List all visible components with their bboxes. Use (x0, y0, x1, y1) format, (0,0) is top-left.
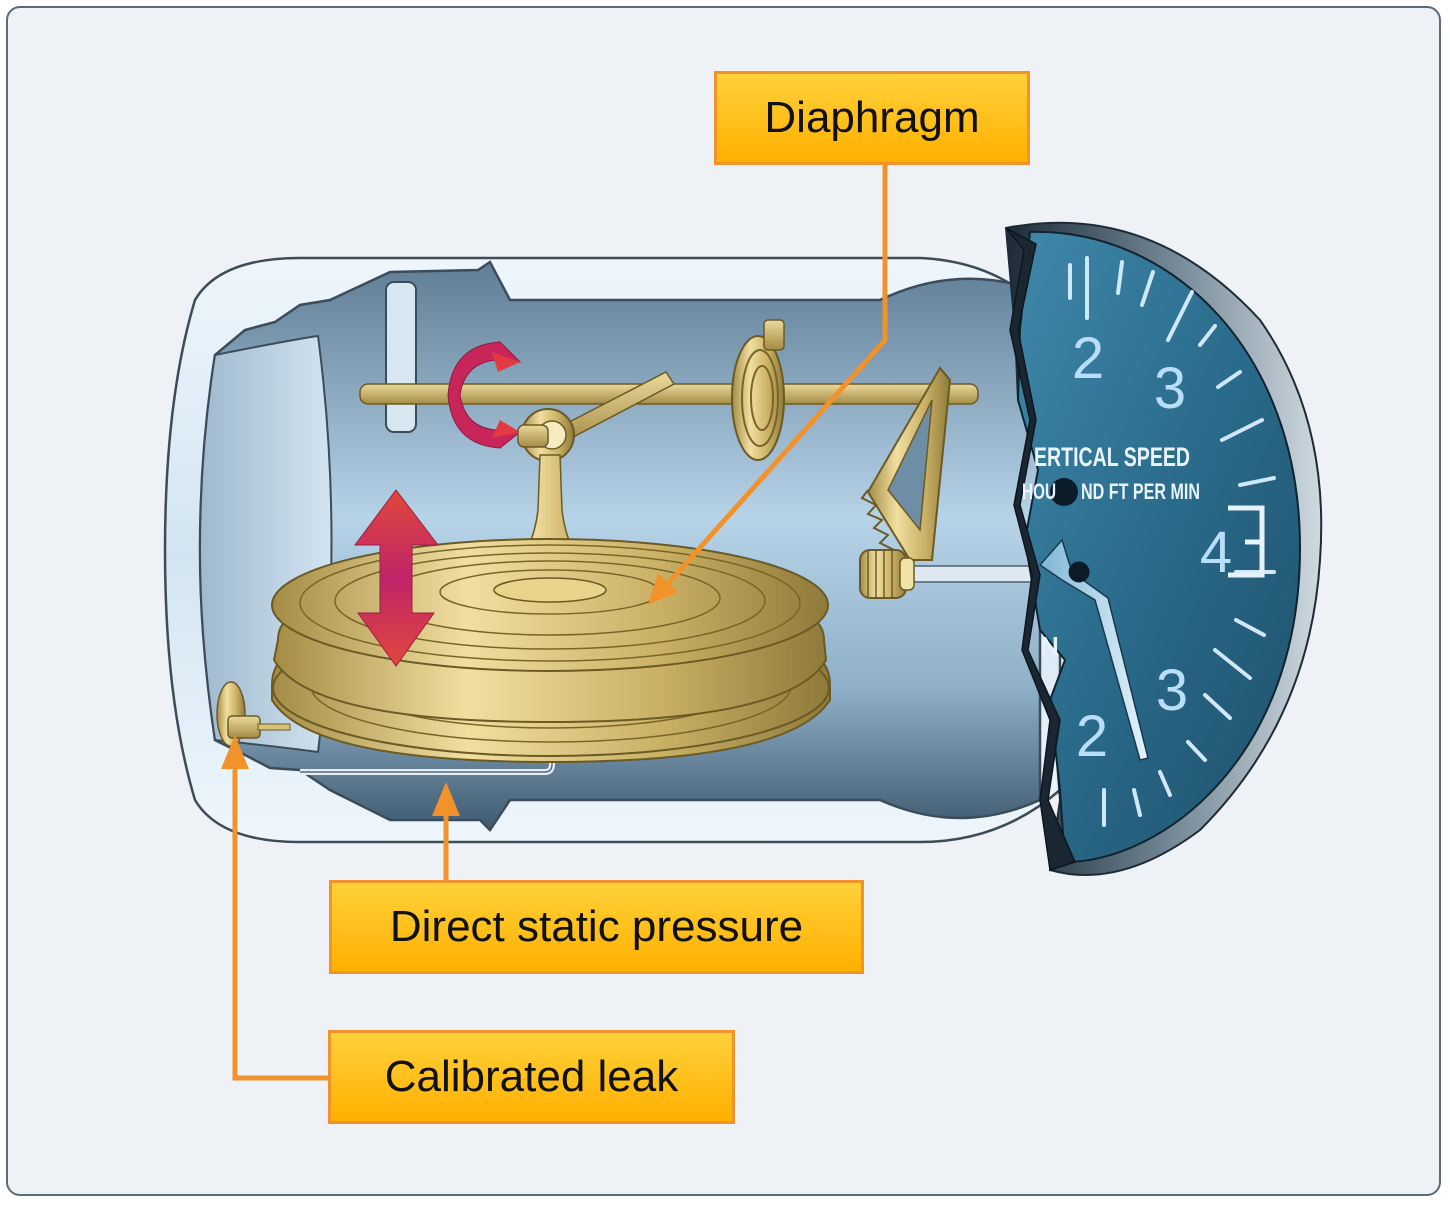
dial-subtitle-thousand-ft-per-min: ND FT PER MIN (1081, 479, 1200, 504)
diaphragm-capsule (271, 538, 831, 764)
pinion-gear (859, 549, 915, 599)
dial-numeral-2-lower: 2 (1076, 704, 1108, 769)
static-pressure-arrowhead-icon (432, 782, 460, 816)
dial-numeral-4: 4 (1200, 520, 1232, 585)
vertical-motion-arrow-icon (354, 489, 440, 667)
sector-gear (860, 366, 952, 563)
dial-numeral-2-upper: 2 (1072, 326, 1104, 391)
diaphragm-arrowhead-icon (648, 573, 678, 605)
hairspring-coil (731, 319, 785, 461)
dial-subtitle-hou: HOU (1022, 479, 1056, 504)
callout-calibrated-leak: Calibrated leak (328, 1030, 735, 1124)
callout-direct-static-pressure: Direct static pressure (329, 880, 864, 974)
needle-shaft (899, 565, 1041, 583)
rotation-arrow-icon (447, 341, 522, 449)
diaphragm-leader-line (663, 160, 888, 589)
calibrated-leak-fitting (216, 681, 291, 747)
dial-side-letter: N (1040, 631, 1059, 661)
dial-numeral-3-upper: 3 (1154, 356, 1186, 421)
shaft-bracket (385, 281, 417, 433)
callout-diaphragm: Diaphragm (714, 71, 1030, 165)
dial-title-vertical-speed: ERTICAL SPEED (1034, 442, 1190, 472)
calibrated-leak-leader-line (232, 760, 330, 1081)
dial-numeral-3-lower: 3 (1156, 658, 1188, 723)
leader-lines (232, 160, 888, 1081)
calibrated-leak-arrowhead-icon (221, 735, 249, 769)
vertical-speed-dial: 2 3 4 3 2 ERTICAL SPEED HOU ND FT PER MI… (1004, 221, 1323, 876)
